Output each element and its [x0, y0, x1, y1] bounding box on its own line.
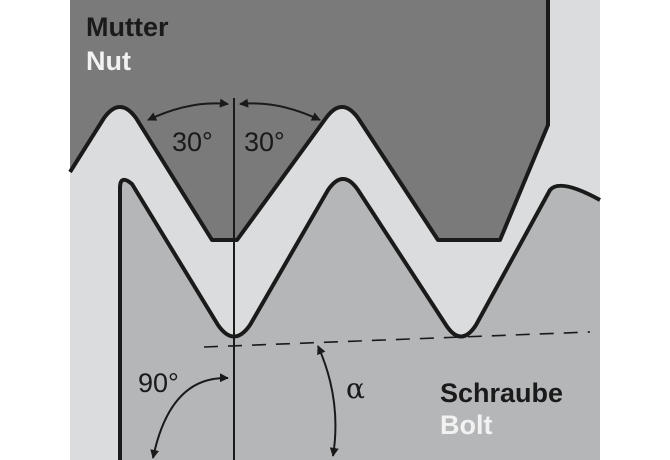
angle-label-30-right: 30° — [244, 127, 285, 157]
bolt-label-german: Schraube — [440, 378, 564, 408]
nut-label-german: Mutter — [86, 12, 169, 42]
dashed-reference-line — [203, 331, 591, 348]
angle-label-90: 90° — [138, 368, 179, 398]
arc-30-left — [147, 98, 229, 121]
bolt-body — [120, 179, 600, 460]
angle-label-30-left: 30° — [172, 127, 213, 157]
arc-alpha — [317, 345, 339, 457]
arc-30-right — [239, 98, 321, 121]
arc-90 — [150, 373, 229, 459]
nut-label-english: Nut — [86, 46, 131, 76]
nut-outline — [68, 0, 550, 242]
angle-label-alpha: α — [346, 372, 365, 405]
bolt-outline — [118, 177, 601, 460]
bolt-label-english: Bolt — [440, 410, 493, 440]
